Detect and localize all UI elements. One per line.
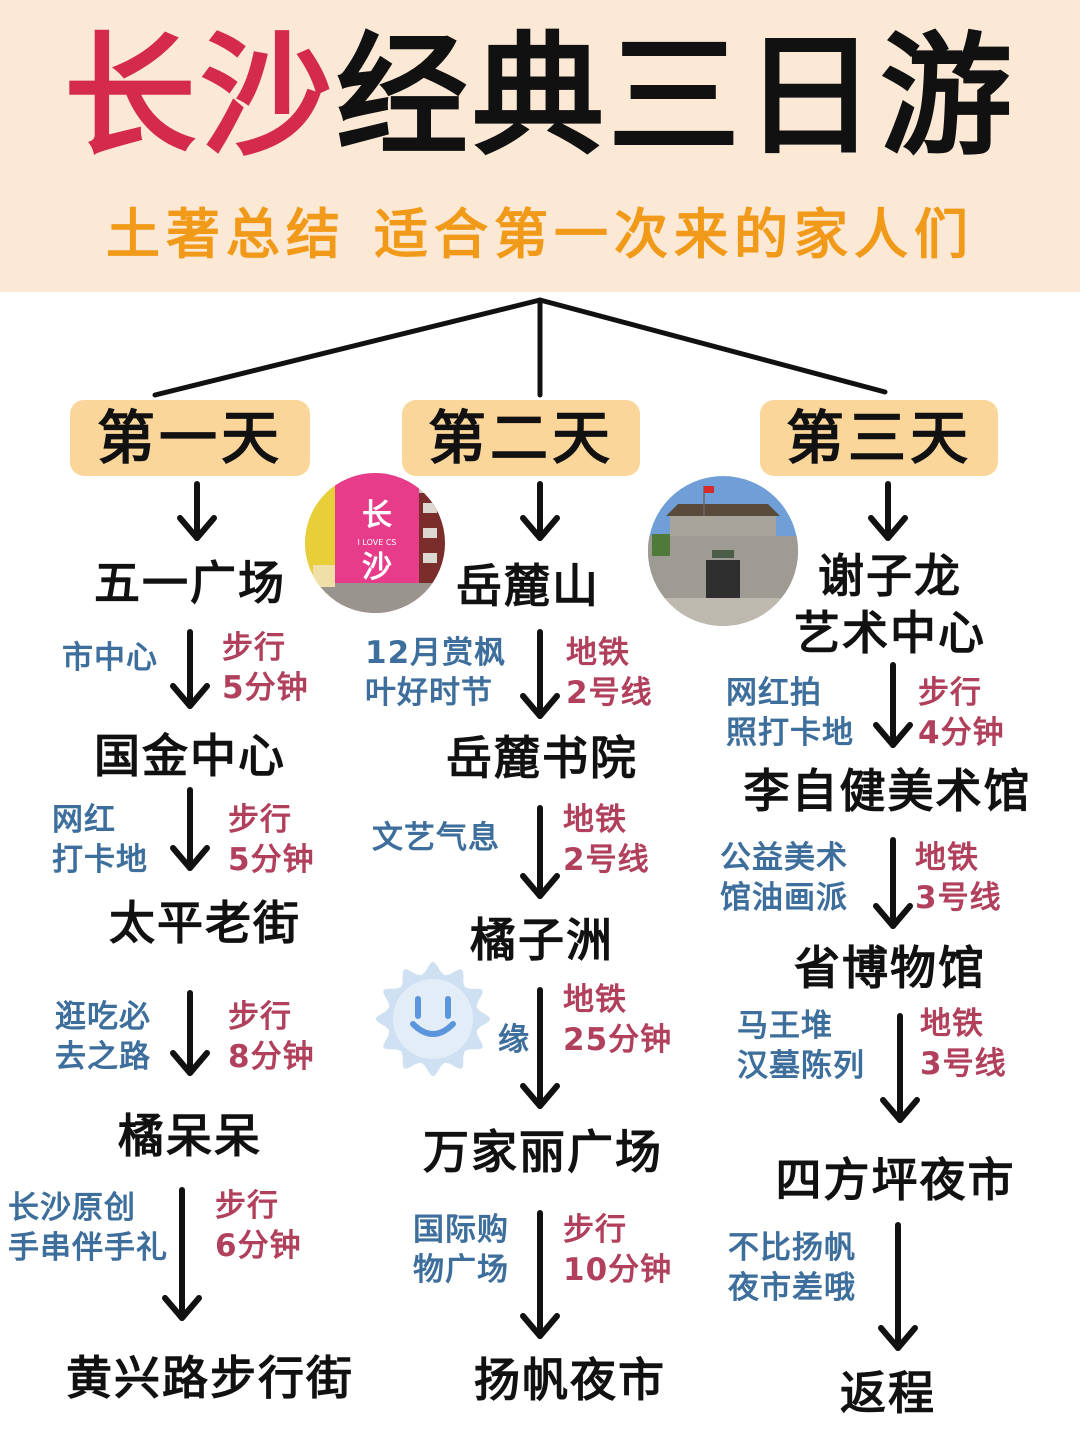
stop-huangxing-road: 黄兴路步行街 — [66, 1351, 354, 1405]
transport-time: 25分钟 — [563, 1022, 673, 1058]
note-line: 汉墓陈列 — [737, 1048, 865, 1084]
flow-arrow — [520, 481, 560, 541]
transport-time: 3号线 — [915, 880, 1002, 916]
flow-arrow — [880, 1013, 920, 1123]
note-line: 不比扬帆 — [728, 1230, 856, 1266]
transport-mode: 地铁 — [920, 1006, 984, 1042]
flow-arrow — [873, 837, 913, 929]
transport-time: 5分钟 — [222, 670, 309, 706]
flow-arrow — [170, 629, 210, 709]
title-city: 长沙 — [64, 20, 336, 174]
transport-time: 8分钟 — [228, 1039, 315, 1075]
note-line: 缘 — [498, 1022, 530, 1058]
transport-mode: 步行 — [918, 675, 982, 711]
flow-arrow — [868, 481, 908, 541]
flow-arrow — [520, 805, 560, 899]
stop-xiezilong-art-center-line2: 艺术中心 — [794, 606, 986, 660]
flow-arrow — [162, 1187, 202, 1321]
note-line: 物广场 — [413, 1252, 509, 1288]
branch-line-day1 — [152, 297, 543, 398]
flow-arrow — [177, 481, 217, 541]
transport-time: 3号线 — [920, 1046, 1007, 1082]
photo-museum-gate — [648, 476, 798, 626]
note-line: 马王堆 — [737, 1008, 833, 1044]
stop-ifs: 国金中心 — [94, 729, 286, 783]
transport-time: 6分钟 — [215, 1228, 302, 1264]
transport-time: 2号线 — [566, 675, 653, 711]
stop-wuyi-square: 五一广场 — [94, 556, 286, 610]
day1-badge: 第一天 — [70, 400, 310, 476]
transport-mode: 步行 — [228, 802, 292, 838]
note-line: 网红拍 — [726, 675, 822, 711]
stop-sifangping-night-market: 四方坪夜市 — [775, 1153, 1016, 1207]
flow-arrow — [170, 787, 210, 871]
stop-yangfan-night-market: 扬帆夜市 — [474, 1353, 666, 1407]
stop-yuelu-academy: 岳麓书院 — [446, 731, 638, 785]
note-line: 叶好时节 — [365, 675, 493, 711]
transport-time: 4分钟 — [918, 715, 1005, 751]
day2-badge: 第二天 — [402, 400, 640, 476]
stop-return-trip: 返程 — [840, 1366, 936, 1420]
subtitle: 土著总结适合第一次来的家人们 — [0, 200, 1080, 270]
flow-arrows — [162, 481, 920, 1351]
stop-lizijian-art-museum: 李自健美术馆 — [743, 764, 1032, 818]
note-line: 长沙原创 — [8, 1190, 136, 1226]
photo-sign-char2: 沙 — [362, 550, 392, 585]
photo-sign-caption: I LOVE CS — [358, 538, 397, 547]
photo-changsha-sign: 长 I LOVE CS 沙 — [305, 473, 445, 613]
transport-mode: 步行 — [563, 1212, 627, 1248]
transport-time: 5分钟 — [228, 842, 315, 878]
smiley-sticker-icon — [368, 954, 498, 1084]
subtitle-part2: 适合第一次来的家人们 — [374, 203, 974, 266]
note-line: 照打卡地 — [726, 715, 854, 751]
note-line: 逛吃必 — [55, 999, 151, 1035]
transport-mode: 步行 — [215, 1188, 279, 1224]
note-line: 市中心 — [62, 640, 158, 676]
flow-arrow — [878, 1222, 918, 1351]
transport-mode: 地铁 — [563, 802, 627, 838]
header-banner: 长沙经典三日游 土著总结适合第一次来的家人们 — [0, 0, 1080, 292]
stop-orange-island: 橘子洲 — [470, 913, 614, 967]
main-title: 长沙经典三日游 — [0, 22, 1080, 172]
title-text: 经典三日游 — [336, 20, 1016, 174]
stop-taiping-street: 太平老街 — [109, 896, 301, 950]
transport-time: 2号线 — [563, 842, 650, 878]
transport-mode: 地铁 — [563, 982, 627, 1018]
flow-arrow — [170, 990, 210, 1076]
note-line: 馆油画派 — [720, 880, 848, 916]
flow-arrow — [520, 629, 560, 719]
note-line: 文艺气息 — [372, 820, 500, 856]
stop-provincial-museum: 省博物馆 — [794, 941, 986, 995]
transport-mode: 步行 — [222, 630, 286, 666]
day3-badge: 第三天 — [760, 400, 998, 476]
note-line: 公益美术 — [720, 840, 848, 876]
flow-arrow — [520, 1210, 560, 1339]
note-line: 国际购 — [413, 1212, 509, 1248]
flow-arrow — [873, 662, 913, 748]
transport-mode: 地铁 — [566, 635, 630, 671]
subtitle-part1: 土著总结 — [106, 203, 346, 266]
stop-yuelu-mountain: 岳麓山 — [456, 559, 600, 613]
transport-mode: 步行 — [228, 999, 292, 1035]
note-line: 网红 — [52, 802, 116, 838]
note-line: 去之路 — [55, 1039, 151, 1075]
note-line: 打卡地 — [52, 842, 148, 878]
note-line: 手串伴手礼 — [8, 1230, 168, 1266]
note-line: 12月赏枫 — [365, 635, 507, 671]
note-line: 夜市差哦 — [728, 1270, 856, 1306]
stop-wanjiali-plaza: 万家丽广场 — [423, 1125, 663, 1179]
branch-line-day3 — [537, 297, 888, 395]
transport-time: 10分钟 — [563, 1252, 673, 1288]
stop-xiezilong-art-center-line1: 谢子龙 — [818, 549, 962, 603]
stop-judaidai: 橘呆呆 — [118, 1109, 262, 1163]
transport-mode: 地铁 — [915, 840, 979, 876]
flow-arrow — [520, 987, 560, 1109]
photo-sign-char1: 长 — [362, 498, 392, 533]
